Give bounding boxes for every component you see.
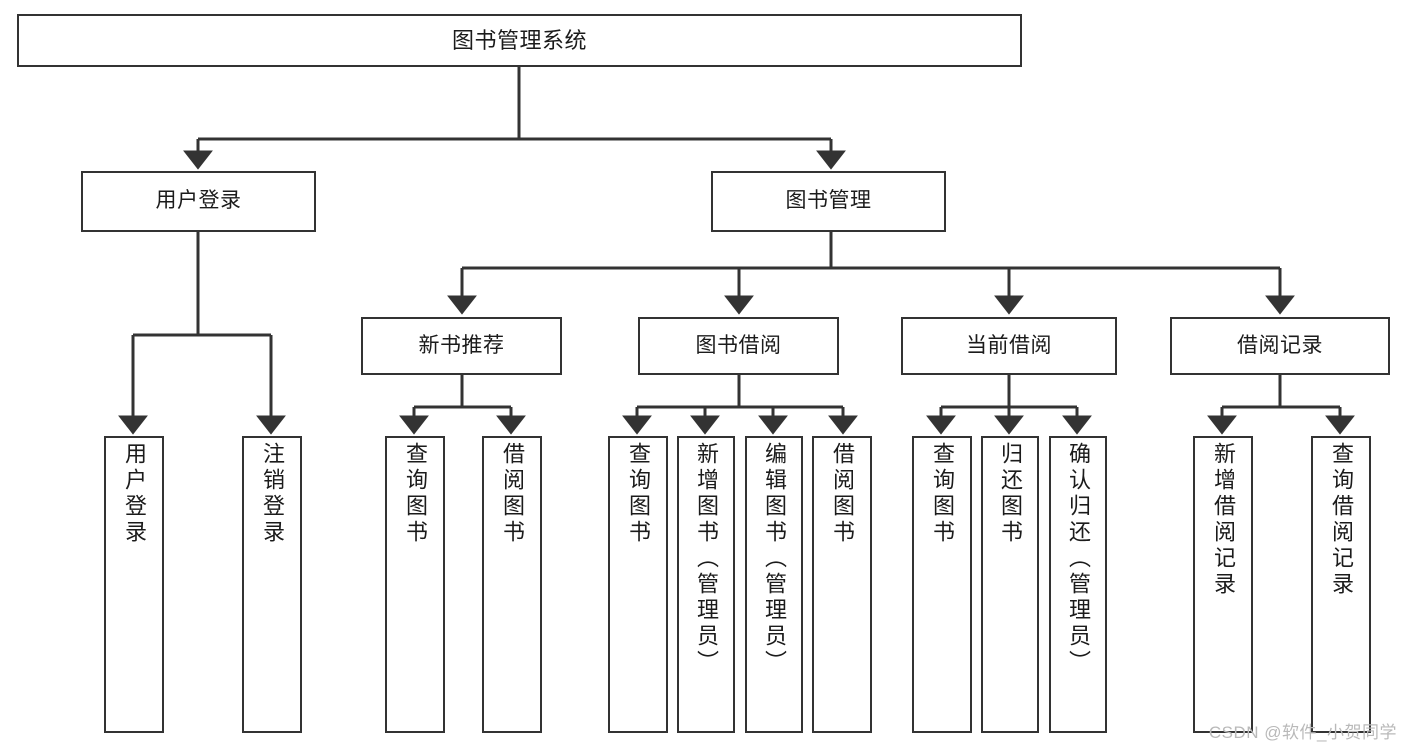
leaf-recommend-query-book[interactable]: 查询图书 bbox=[385, 436, 445, 733]
leaf-borrow-borrow-book-label: 借阅图书 bbox=[830, 442, 855, 546]
node-root-label: 图书管理系统 bbox=[451, 27, 587, 53]
leaf-user-login-logout[interactable]: 注销登录 bbox=[242, 436, 302, 733]
leaf-borrow-add-book-label: 新增图书（管理员） bbox=[694, 442, 719, 676]
leaf-current-return-book-label: 归还图书 bbox=[998, 442, 1023, 546]
node-borrow-record-label: 借阅记录 bbox=[1237, 333, 1323, 357]
leaf-record-add-record-label: 新增借阅记录 bbox=[1211, 442, 1236, 598]
leaf-record-add-record[interactable]: 新增借阅记录 bbox=[1193, 436, 1253, 733]
node-current-borrow-label: 当前借阅 bbox=[966, 333, 1052, 357]
leaf-record-query-record[interactable]: 查询借阅记录 bbox=[1311, 436, 1371, 733]
leaf-current-confirm-return[interactable]: 确认归还（管理员） bbox=[1049, 436, 1107, 733]
node-borrow-record[interactable]: 借阅记录 bbox=[1170, 317, 1390, 375]
leaf-borrow-add-book[interactable]: 新增图书（管理员） bbox=[677, 436, 735, 733]
leaf-recommend-borrow-book-label: 借阅图书 bbox=[500, 442, 525, 546]
leaf-recommend-query-book-label: 查询图书 bbox=[403, 442, 428, 546]
leaf-record-query-record-label: 查询借阅记录 bbox=[1329, 442, 1354, 598]
node-book-borrow-label: 图书借阅 bbox=[695, 333, 782, 357]
leaf-user-login-login-label: 用户登录 bbox=[122, 442, 147, 546]
node-current-borrow[interactable]: 当前借阅 bbox=[901, 317, 1117, 375]
node-user-login[interactable]: 用户登录 bbox=[81, 171, 316, 232]
leaf-recommend-borrow-book[interactable]: 借阅图书 bbox=[482, 436, 542, 733]
leaf-current-query-book[interactable]: 查询图书 bbox=[912, 436, 972, 733]
leaf-user-login-logout-label: 注销登录 bbox=[260, 442, 285, 546]
node-new-book-recommend-label: 新书推荐 bbox=[418, 333, 505, 357]
node-user-login-label: 用户登录 bbox=[155, 189, 242, 213]
leaf-current-query-book-label: 查询图书 bbox=[930, 442, 955, 546]
leaf-user-login-login[interactable]: 用户登录 bbox=[104, 436, 164, 733]
leaf-borrow-query-book-label: 查询图书 bbox=[626, 442, 651, 546]
node-new-book-recommend[interactable]: 新书推荐 bbox=[361, 317, 562, 375]
watermark-text: CSDN @软件_小贺同学 bbox=[1208, 723, 1397, 742]
node-root[interactable]: 图书管理系统 bbox=[17, 14, 1022, 67]
leaf-borrow-query-book[interactable]: 查询图书 bbox=[608, 436, 668, 733]
leaf-current-confirm-return-label: 确认归还（管理员） bbox=[1066, 442, 1091, 676]
leaf-current-return-book[interactable]: 归还图书 bbox=[981, 436, 1039, 733]
leaf-borrow-edit-book[interactable]: 编辑图书（管理员） bbox=[745, 436, 803, 733]
leaf-borrow-edit-book-label: 编辑图书（管理员） bbox=[762, 442, 787, 676]
node-book-management-label: 图书管理 bbox=[785, 189, 872, 213]
node-book-management[interactable]: 图书管理 bbox=[711, 171, 946, 232]
node-book-borrow[interactable]: 图书借阅 bbox=[638, 317, 839, 375]
leaf-borrow-borrow-book[interactable]: 借阅图书 bbox=[812, 436, 872, 733]
